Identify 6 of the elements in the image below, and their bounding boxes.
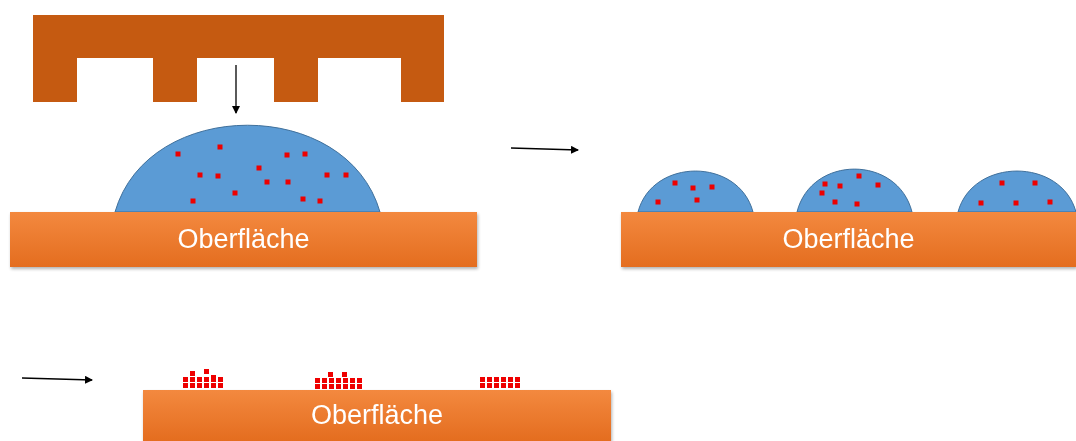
surface-bar: [621, 212, 1076, 267]
surface-bar: [143, 390, 611, 441]
surface-label: Oberfläche: [177, 224, 310, 255]
surface-bar: [10, 212, 477, 267]
surface-label: Oberfläche: [782, 224, 915, 255]
surface-label: Oberfläche: [310, 400, 444, 431]
